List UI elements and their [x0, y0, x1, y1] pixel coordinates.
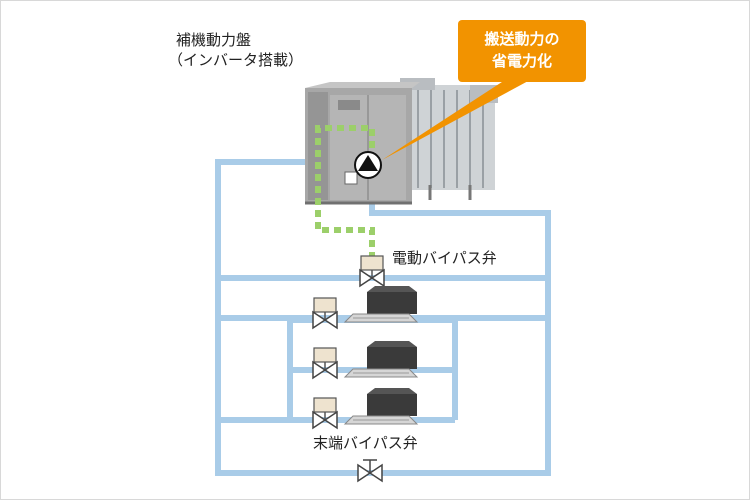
pump-triangle-icon [354, 151, 382, 179]
ceiling-cassette-icon [343, 341, 419, 378]
aux-panel-label-line1: 補機動力盤 [176, 31, 252, 49]
ceiling-cassette-icon [343, 286, 419, 323]
callout-line1: 搬送動力の [484, 30, 560, 49]
electric-bypass-valve-label: 電動バイパス弁 [392, 249, 497, 267]
aux-power-panel-unit [305, 82, 420, 205]
ceiling-cassette-icon [343, 388, 419, 425]
two-way-valve-icon [359, 255, 385, 288]
control-signal-line [315, 125, 375, 262]
callout-line2: 省電力化 [491, 52, 552, 70]
callout-pointer [382, 80, 530, 160]
two-way-valve-icon [312, 297, 338, 330]
aux-panel-label-line2: （インバータ搭載） [168, 51, 304, 70]
pipe-supply-main [215, 159, 551, 476]
aux-panel-label: 補機動力盤 （インバータ搭載） [168, 30, 303, 71]
terminal-bypass-valve-label: 末端バイパス弁 [313, 434, 418, 452]
two-way-valve-icon [357, 459, 383, 483]
two-way-valve-icon [312, 397, 338, 430]
two-way-valve-icon [312, 347, 338, 380]
power-saving-callout: 搬送動力の 省電力化 [458, 20, 586, 82]
